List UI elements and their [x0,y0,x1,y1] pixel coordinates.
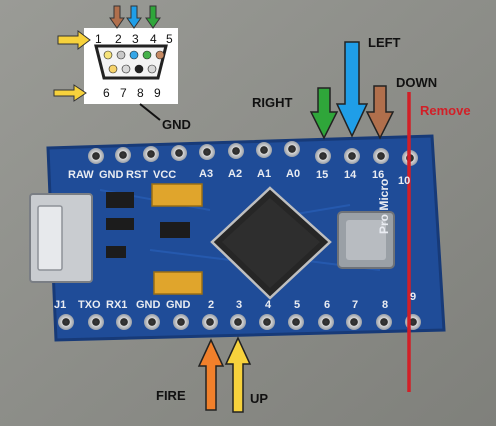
label-left: LEFT [368,35,401,50]
component [160,222,190,238]
db9-pin-1: 1 [95,32,102,46]
arrow-up-icon [197,338,225,411]
silk-rst: RST [126,169,148,181]
silk-3: 3 [236,299,243,311]
arrow-down-icon [126,5,142,29]
arrow-up-icon [224,336,252,413]
component [106,218,134,230]
silk-raw: RAW [68,169,94,181]
silk-15: 15 [316,169,329,181]
component [106,192,134,208]
arrow-right-icon [53,84,87,102]
db9-pin-3: 3 [132,32,139,46]
capacitor [153,271,203,295]
label-fire: FIRE [156,388,186,403]
arrow-down-icon [335,41,369,138]
silk-a3: A3 [199,168,214,180]
silk-6: 6 [324,299,331,311]
silk-vcc: VCC [153,169,177,181]
label-gnd: GND [162,117,191,132]
arrow-down-icon [145,5,161,29]
db9-pin-2: 2 [115,32,122,46]
silk-a0: A0 [286,168,301,180]
label-down: DOWN [396,75,438,90]
silk-16: 16 [372,169,385,181]
label-right: RIGHT [252,95,293,110]
top-pin-row [88,141,418,166]
silk-9: 9 [410,291,417,303]
db9-pin-5: 5 [166,32,173,46]
label-up: UP [250,391,269,406]
silk-5: 5 [294,299,301,311]
silk-gnd: GND [99,169,124,181]
db9-connector-icon [84,28,178,104]
silk-7: 7 [352,299,359,311]
db9-pin-9: 9 [154,86,161,100]
microcontroller-chip-icon [210,186,332,300]
arrow-down-icon [309,87,339,140]
db9-pin-8: 8 [137,86,144,100]
silk-14: 14 [344,169,357,181]
silk-board-name: Pro Micro [377,178,391,234]
silk-8: 8 [382,299,389,311]
silk-a2: A2 [228,168,243,180]
gnd-leader-line [139,103,161,121]
silk-gnd-1: GND [136,299,161,311]
label-remove: Remove [420,103,471,118]
silk-j1: J1 [54,299,67,311]
silk-2: 2 [208,299,215,311]
db9-pin-7: 7 [120,86,127,100]
usb-port-icon [29,193,93,283]
component [106,246,126,258]
silk-10: 10 [398,175,411,187]
crystal-icon [337,211,395,269]
silk-rx1: RX1 [106,299,128,311]
silk-txo: TXO [78,299,101,311]
db9-pin-6: 6 [103,86,110,100]
arrow-right-icon [57,30,91,50]
arrow-down-icon [109,5,125,29]
silk-a1: A1 [257,168,272,180]
capacitor [151,183,203,207]
arrow-down-icon [365,85,395,140]
db9-pin-4: 4 [150,32,157,46]
silk-gnd-2: GND [166,299,191,311]
silk-4: 4 [265,299,272,311]
